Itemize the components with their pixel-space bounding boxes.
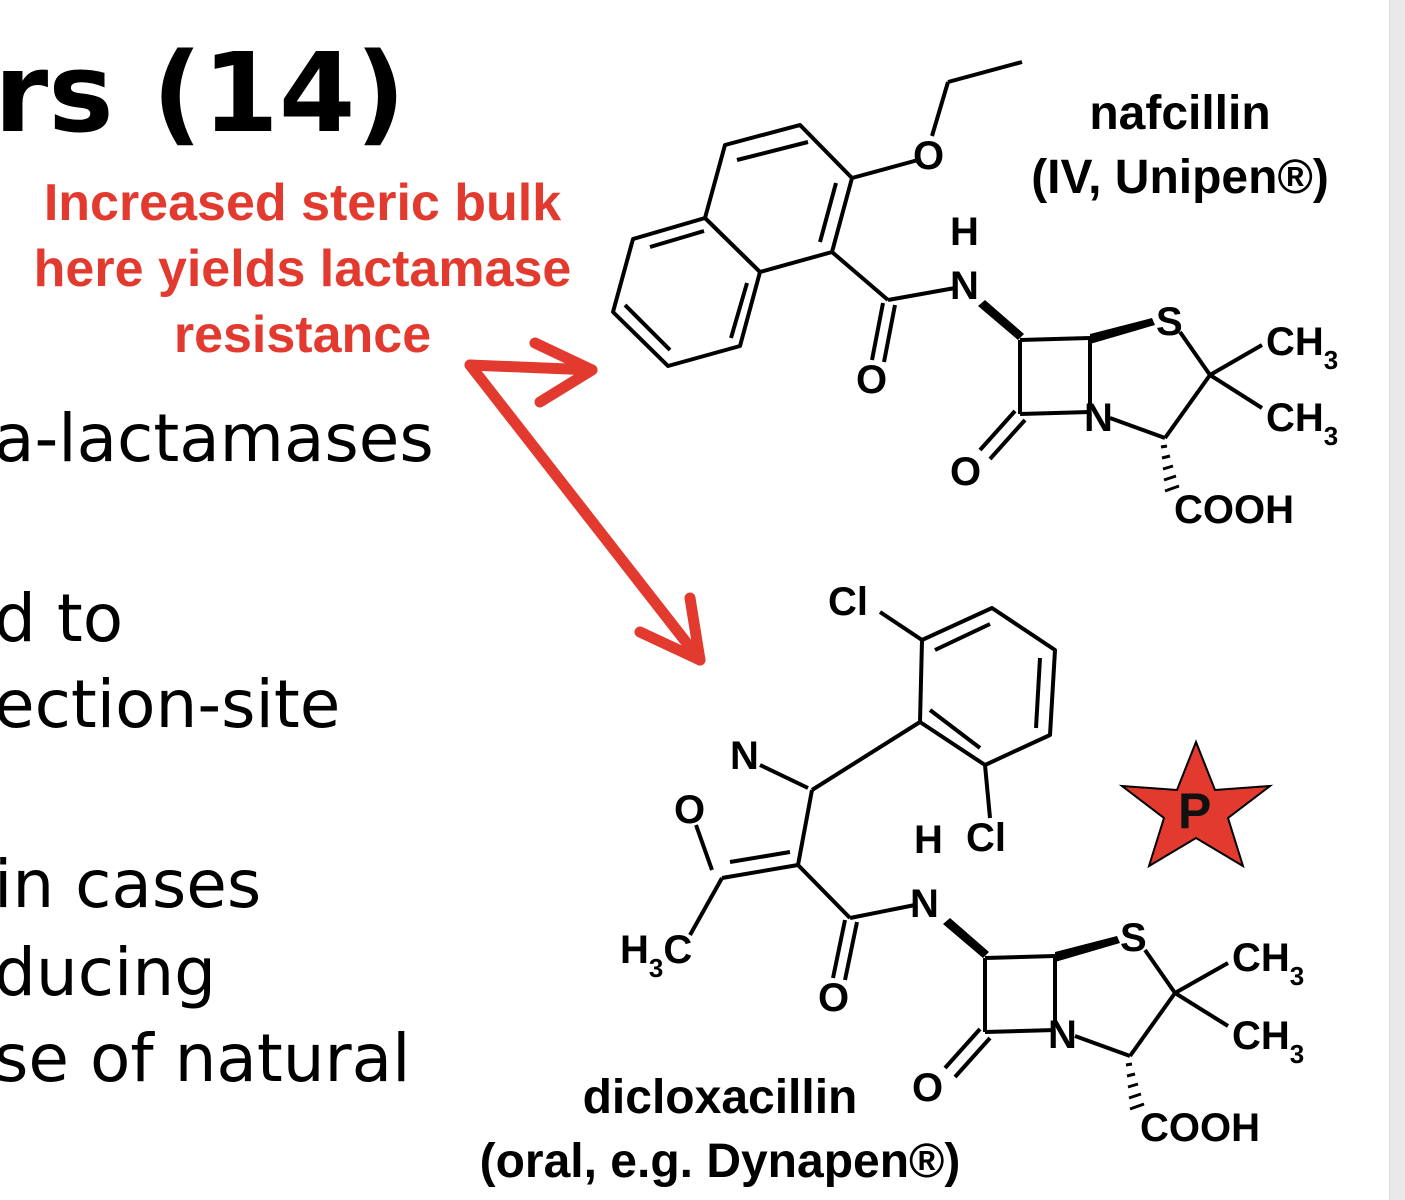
nafcillin-atom-n-amide: N (950, 264, 979, 308)
star-badge-letter: P (1178, 783, 1212, 839)
dicloxacillin-atom-o-isox: O (674, 788, 706, 832)
arrow-down-right-icon (464, 359, 706, 666)
nafcillin-atom-s: S (1156, 300, 1183, 344)
dicloxacillin-atom-o-amide: O (818, 976, 850, 1020)
dicloxacillin-name: dicloxacillin (582, 1071, 858, 1124)
nafcillin-atom-o-ether: O (913, 134, 945, 178)
star-icon (1118, 739, 1274, 869)
arrow-up-right-icon (464, 337, 598, 408)
dicloxacillin-atom-ch3-a: CH3 (1232, 936, 1305, 991)
nafcillin-route: (IV, Unipen®) (1031, 151, 1329, 204)
dicloxacillin-atom-s: S (1120, 916, 1147, 960)
body-line-2: d to (0, 580, 124, 657)
nafcillin-atom-ch3-a: CH3 (1266, 320, 1339, 375)
nafcillin-atom-h: H (950, 210, 979, 254)
nafcillin-atom-o-lactam: O (950, 450, 982, 494)
dicloxacillin-atom-h: H (914, 818, 943, 862)
nafcillin-atom-cooh: COOH (1174, 488, 1294, 532)
body-line-1: a-lactamases (0, 400, 434, 477)
dicloxacillin-route: (oral, e.g. Dynapen®) (479, 1135, 961, 1188)
callout-line-3: resistance (173, 306, 432, 364)
nafcillin-name: nafcillin (1089, 87, 1271, 140)
callout-line-1: Increased steric bulk (43, 174, 562, 232)
nafcillin-atom-o-amide: O (856, 358, 888, 402)
vertical-scrollbar[interactable] (1389, 0, 1405, 1200)
steric-bulk-callout: Increased steric bulk here yields lactam… (10, 170, 595, 368)
dicloxacillin-atom-h3c: H3C (620, 928, 693, 983)
dicloxacillin-atom-cl-top: Cl (828, 580, 868, 624)
callout-line-2: here yields lactamase (33, 240, 572, 298)
dicloxacillin-atom-n-isox: N (730, 734, 759, 778)
body-line-5: ducing (0, 934, 217, 1011)
dicloxacillin-atom-n-amide: N (910, 882, 939, 926)
body-line-3: ection-site (0, 666, 341, 743)
body-line-6: se of natural (0, 1020, 411, 1097)
dicloxacillin-atom-cl-bottom: Cl (966, 816, 1006, 860)
dicloxacillin-atom-n-ring: N (1048, 1013, 1077, 1057)
dicloxacillin-atom-cooh: COOH (1140, 1106, 1260, 1150)
nafcillin-atom-ch3-b: CH3 (1266, 396, 1339, 451)
dicloxacillin-atom-o-lactam: O (912, 1066, 944, 1110)
slide-title: rs (14) (0, 29, 406, 157)
body-line-4: in cases (0, 846, 262, 923)
dicloxacillin-atom-ch3-b: CH3 (1232, 1014, 1305, 1069)
nafcillin-atom-n-ring: N (1084, 396, 1113, 440)
